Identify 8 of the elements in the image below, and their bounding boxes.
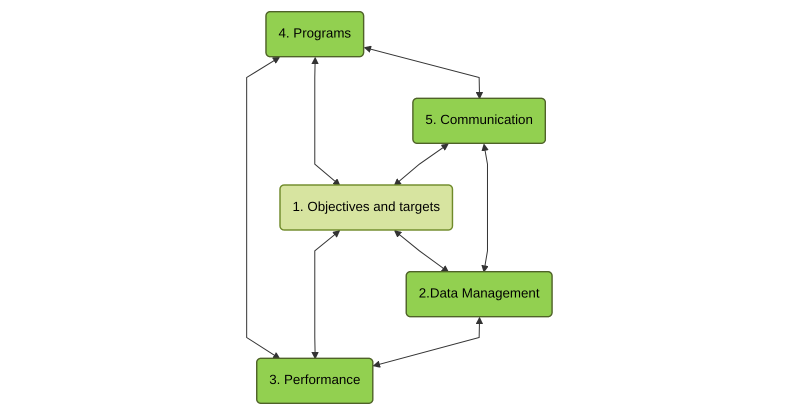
arrow (311, 57, 340, 186)
arrow (311, 230, 340, 360)
arrow (246, 56, 280, 360)
arrow (394, 230, 448, 272)
arrow (364, 46, 483, 100)
arrow (372, 317, 483, 368)
arrow (394, 144, 448, 186)
arrow (481, 144, 488, 272)
